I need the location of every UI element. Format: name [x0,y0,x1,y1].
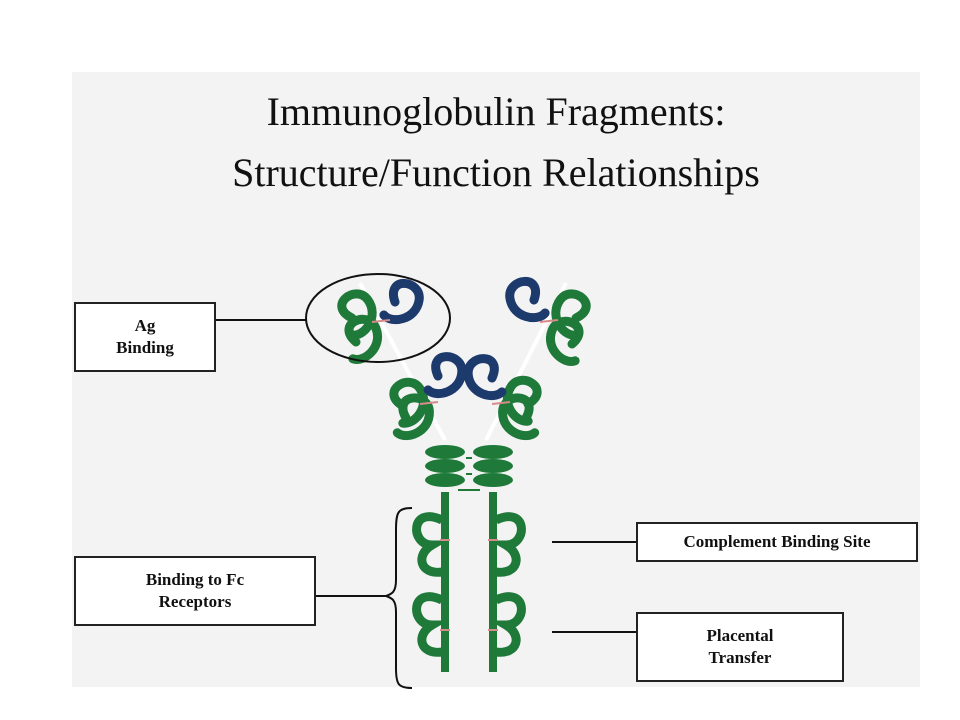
placental-line1: Placental [706,626,774,645]
fc-receptors-label: Binding to Fc Receptors [74,556,316,626]
hinge-region [425,445,513,491]
placental-line2: Transfer [708,648,772,667]
ag-binding-label: Ag Binding [74,302,216,372]
left-fab-arm [337,280,465,440]
right-fab-arm [465,278,591,440]
title-line-2: Structure/Function Relationships [232,150,760,195]
ag-binding-line2: Binding [116,338,174,357]
title-line-1: Immunoglobulin Fragments: [266,89,726,134]
fc-bracket [382,507,413,689]
fc-stem [412,492,526,672]
fc-receptors-line1: Binding to Fc [145,570,245,589]
ag-binding-ellipse [305,273,451,363]
placental-transfer-label: Placental Transfer [636,612,844,682]
complement-line1: Complement Binding Site [683,532,871,551]
fc-receptors-line2: Receptors [158,592,232,611]
complement-binding-label: Complement Binding Site [636,522,918,562]
ag-binding-line1: Ag [134,316,156,335]
